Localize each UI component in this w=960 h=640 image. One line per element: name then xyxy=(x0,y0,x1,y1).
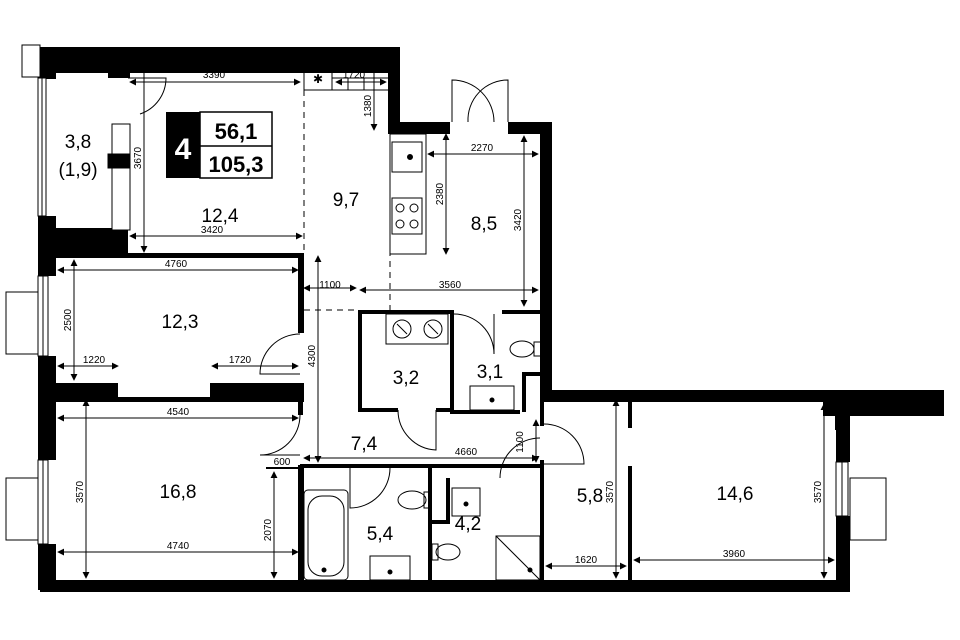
room-area-bedroom-ne: 8,5 xyxy=(471,214,497,235)
window-sill-bedroom-w xyxy=(5,291,43,355)
room-area-balcony: 3,8 xyxy=(65,132,91,153)
dim-1720-bedroom: 1720 xyxy=(229,355,252,366)
dim-1620: 1620 xyxy=(575,555,598,566)
dressing-door xyxy=(543,423,585,465)
dim-2270: 2270 xyxy=(471,143,494,154)
doors xyxy=(128,77,585,509)
window-sill-balcony xyxy=(21,44,41,78)
windows xyxy=(5,44,887,545)
room-area-dressing: 5,8 xyxy=(577,486,603,507)
dim-1720-top: 1720 xyxy=(343,70,366,81)
dim-2070: 2070 xyxy=(263,518,274,541)
svg-text:✱: ✱ xyxy=(313,72,323,86)
dim-3960: 3960 xyxy=(723,549,746,560)
dim-600: 600 xyxy=(274,457,291,468)
sink-icon xyxy=(369,555,411,581)
dim-1100-corridor: 1100 xyxy=(515,431,526,453)
interior-walls xyxy=(56,253,632,585)
dim-3570-sw: 3570 xyxy=(75,480,86,503)
window-sill-bedroom-sw xyxy=(5,477,43,541)
storage-door xyxy=(397,409,437,451)
room-area-living: 12,4 xyxy=(202,206,239,227)
dim-3420-bedroom: 3420 xyxy=(513,208,524,231)
dim-1100-hall: 1100 xyxy=(319,280,341,291)
bedroom-sw-door xyxy=(259,414,301,456)
room-area-bedroom-w: 12,3 xyxy=(162,312,199,333)
toilet-icon xyxy=(509,340,535,358)
room-area-bedroom-e: 14,6 xyxy=(717,484,754,505)
dim-3670: 3670 xyxy=(133,146,144,169)
dim-1220: 1220 xyxy=(83,355,106,366)
room-area-bedroom-sw: 16,8 xyxy=(160,482,197,503)
dimension-labels: 3390 1720 1380 3670 3420 2270 2380 3420 … xyxy=(63,70,824,566)
dim-1380: 1380 xyxy=(363,94,374,117)
sink-icon xyxy=(451,487,481,517)
bathtub-icon xyxy=(303,489,349,581)
room-area-wc-small: 3,1 xyxy=(477,362,503,383)
balcony-door-glazing xyxy=(111,123,131,231)
window-sill-bedroom-e xyxy=(849,477,887,541)
dim-2500: 2500 xyxy=(63,308,74,331)
entrance-door xyxy=(451,79,495,123)
balcony-door xyxy=(128,77,167,115)
sink-icon xyxy=(469,385,515,411)
exterior-walls xyxy=(38,47,944,592)
shower-icon xyxy=(495,535,541,581)
dim-3390: 3390 xyxy=(203,70,226,81)
dim-4540: 4540 xyxy=(167,407,190,418)
toilet-icon xyxy=(397,490,427,510)
area-badge: 4 56,1 105,3 xyxy=(166,111,273,179)
dim-4760: 4760 xyxy=(165,259,188,270)
dim-3570-dressing: 3570 xyxy=(605,480,616,503)
wc-small-door xyxy=(453,313,495,355)
dim-2380: 2380 xyxy=(435,182,446,205)
toilet-icon xyxy=(435,543,461,561)
dim-3420-living: 3420 xyxy=(201,225,224,236)
room-area-hall: 7,4 xyxy=(351,434,378,455)
room-area-wc: 4,2 xyxy=(455,514,481,535)
dim-4300: 4300 xyxy=(307,344,318,367)
bedroom-w-door xyxy=(259,333,301,375)
dim-3570-e: 3570 xyxy=(813,480,824,503)
room-area-storage: 3,2 xyxy=(393,368,419,389)
bathroom-door xyxy=(349,467,391,509)
room-area-bathroom: 5,4 xyxy=(367,524,394,545)
zone-lines xyxy=(303,90,391,311)
room-count: 4 xyxy=(175,133,192,166)
washer-dryer-icon xyxy=(385,313,449,345)
dimension-lines xyxy=(57,63,835,579)
room-count-box xyxy=(166,112,200,178)
fixtures: ✱ xyxy=(303,65,543,581)
room-labels: 3,8 (1,9) 12,4 9,7 8,5 12,3 3,2 3,1 7,4 … xyxy=(58,132,753,545)
total-area: 105,3 xyxy=(208,152,263,177)
room-area-kitchen: 9,7 xyxy=(333,190,359,211)
stove-icon xyxy=(391,197,423,235)
room-area-balcony-reduced: (1,9) xyxy=(58,160,97,181)
dim-4660: 4660 xyxy=(455,447,478,458)
living-area: 56,1 xyxy=(215,119,258,144)
kitchen-sink-icon xyxy=(391,141,423,173)
dim-4740: 4740 xyxy=(167,541,190,552)
dim-3560: 3560 xyxy=(439,280,462,291)
kitchen-counter xyxy=(389,133,427,255)
